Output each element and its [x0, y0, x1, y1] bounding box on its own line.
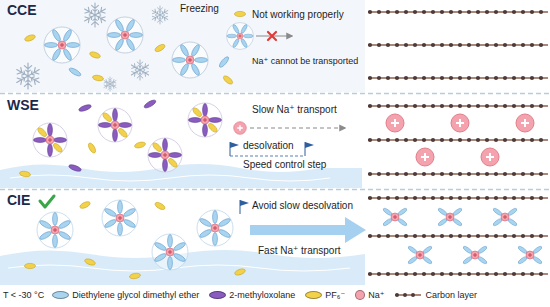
- legend-swatch: [209, 291, 226, 299]
- legend-item: 2-methyloxolane: [209, 290, 295, 300]
- panel-heading: WSE: [7, 97, 39, 113]
- legend-swatch: [355, 290, 365, 300]
- legend: Diethylene glycol dimethyl ether 2-methyl…: [52, 290, 477, 300]
- annotation-text: Freezing: [180, 3, 219, 15]
- legend-item: Na⁺: [355, 290, 384, 300]
- panel-band: CCE FreezingNot working properlyNa⁺ canno…: [0, 0, 550, 93]
- legend-swatch: [52, 291, 69, 299]
- annotation-text: Speed control step: [243, 159, 326, 171]
- legend-item: Diethylene glycol dimethyl ether: [52, 290, 199, 300]
- panel-heading: CIE: [7, 192, 30, 208]
- legend-text: PF₆⁻: [325, 290, 345, 300]
- legend-text: Carbon layer: [425, 290, 477, 300]
- legend-swatch: [305, 291, 322, 299]
- panel-band: WSE Slow Na⁺ transport desolvationSpeed co…: [0, 95, 550, 188]
- annotation-text: Fast Na⁺ transport: [258, 245, 341, 257]
- legend-text: Na⁺: [368, 290, 384, 300]
- legend-item: PF₆⁻: [305, 290, 345, 300]
- temperature-label: T < -30 °C: [3, 290, 44, 300]
- legend-text: Diethylene glycol dimethyl ether: [72, 290, 199, 300]
- panel-heading: CCE: [7, 2, 37, 18]
- annotation-text: Not working properly: [252, 9, 344, 21]
- carbon-layer-sample: [394, 291, 422, 299]
- annotation-text: Slow Na⁺ transport: [252, 104, 337, 116]
- annotation-text: Avoid slow desolvation: [252, 200, 353, 212]
- panel-band: CIE Avoid slow desolvationFast Na⁺ transp…: [0, 190, 550, 286]
- annotation-text: desolvation: [243, 140, 294, 152]
- legend-item: Carbon layer: [394, 290, 477, 300]
- legend-text: 2-methyloxolane: [229, 290, 295, 300]
- annotation-text: Na⁺ cannot be transported: [252, 56, 358, 66]
